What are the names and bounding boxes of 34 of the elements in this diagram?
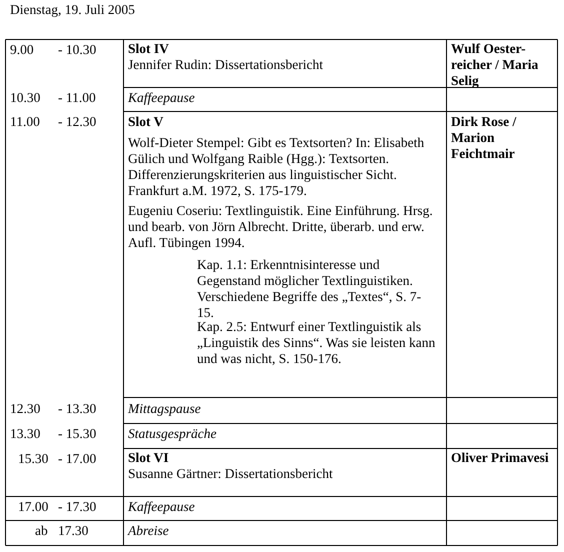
- time-label: 17.00: [18, 499, 48, 515]
- talk-text: Susanne Gärtner: Dissertationsbericht: [128, 466, 334, 482]
- session-title: Slot V: [128, 114, 164, 130]
- break-label: Abreise: [128, 523, 169, 539]
- chair-names: Wulf Oester-reicher / Maria Selig: [451, 41, 540, 89]
- break-label: Statusgespräche: [128, 426, 216, 442]
- time-label: - 12.30: [58, 114, 96, 130]
- date-heading: Dienstag, 19. Juli 2005: [10, 2, 135, 18]
- reading-reference: Kap. 1.1: Erkenntnisinteresse und Gegenstand möglicher Textlinguistiken. Verschiedene Begriffe des „Textes“, S. 7-15.: [197, 257, 422, 321]
- time-label: 9.00: [10, 42, 34, 58]
- time-label: - 17.30: [58, 499, 96, 515]
- reading-reference: Kap. 2.5: Entwurf einer Textlinguistik als „Linguistik des Sinns“. Was sie leisten kann und was nicht, S. 150-176.: [197, 319, 436, 367]
- time-label: 13.30: [10, 426, 40, 442]
- session-title: Slot VI: [128, 450, 169, 466]
- time-label: - 15.30: [58, 426, 96, 442]
- talk-text: Jennifer Rudin: Dissertationsbericht: [128, 57, 324, 73]
- time-label: - 13.30: [58, 401, 96, 417]
- talk-text: Wolf-Dieter Stempel: Gibt es Textsorten? In: Elisabeth Gülich und Wolfgang Raible (Hgg.): Textsorten. Differenzierungskriterien aus linguistischer Sicht. Frankfurt a.M. 1972, S. 175-179.: [128, 135, 426, 199]
- time-label: - 10.30: [58, 42, 96, 58]
- session-title: Slot IV: [128, 41, 169, 57]
- time-label: - 17.00: [58, 451, 96, 467]
- time-label: 12.30: [10, 401, 40, 417]
- time-label: - 11.00: [58, 90, 96, 106]
- time-label: ab: [35, 523, 48, 539]
- talk-text: Eugeniu Coseriu: Textlinguistik. Eine Einführung. Hrsg. und bearb. von Jörn Albrecht. Dritte, überarb. und erw. Aufl. Tübingen 1994.: [128, 203, 434, 251]
- break-label: Mittagspause: [128, 401, 201, 417]
- chair-names: Oliver Primavesi: [451, 450, 550, 466]
- break-label: Kaffeepause: [128, 499, 195, 515]
- break-label: Kaffeepause: [128, 90, 195, 106]
- time-label: 15.30: [18, 451, 48, 467]
- chair-names: Dirk Rose / Marion Feichtmair: [451, 114, 518, 162]
- time-label: 10.30: [10, 90, 40, 106]
- time-label: 11.00: [10, 114, 40, 130]
- time-label: 17.30: [58, 523, 88, 539]
